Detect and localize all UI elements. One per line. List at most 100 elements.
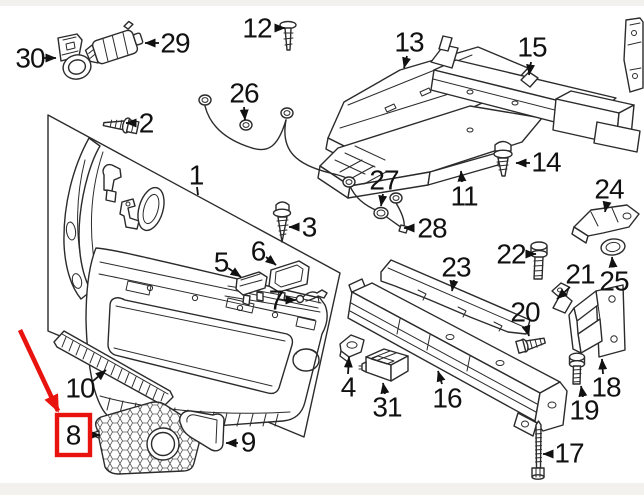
callout-20[interactable]: 20 [510,297,541,337]
part-8-fog-grille [88,401,203,475]
callout-9[interactable]: 9 [225,427,257,458]
part-27-grommet [373,206,389,220]
callout-6[interactable]: 6 [251,236,277,267]
parking-sensor [198,94,403,204]
callout-3[interactable]: 3 [288,212,318,243]
callout-9-label: 9 [241,427,256,458]
callout-29-label: 29 [160,28,190,59]
callout-18-label: 18 [591,372,621,403]
callout-20-label: 20 [510,297,540,328]
part-14-screw [493,140,513,177]
part-11-lower-shield [317,105,543,199]
callout-28[interactable]: 28 [403,213,448,244]
callout-27-label: 27 [369,165,399,196]
mounting-clips [102,163,165,232]
callout-17[interactable]: 17 [542,438,585,469]
callout-1-leader [196,186,199,196]
callout-13[interactable]: 13 [394,27,425,69]
callout-11[interactable]: 11 [450,170,479,212]
callout-29[interactable]: 29 [144,28,191,59]
callout-22-label: 22 [496,239,526,270]
callout-10[interactable]: 10 [65,369,107,404]
part-5-cover [235,271,268,306]
callout-26[interactable]: 26 [229,78,260,121]
part-30-retaining-ring [57,33,92,80]
callout-10-leader [92,369,107,382]
callout-11-leader [457,170,467,183]
callout-4[interactable]: 4 [341,356,357,403]
highlight-layer [17,329,93,458]
part-12-push-rivet [279,20,297,51]
callout-27[interactable]: 27 [369,165,400,207]
callout-21-label: 21 [565,259,595,290]
callout-24-leader [602,200,612,213]
callout-25[interactable]: 25 [599,256,630,297]
callout-27-leader [378,193,388,207]
part-24-bracket [571,204,640,244]
callout-19-leader [578,385,588,398]
callout-14-label: 14 [531,147,561,178]
callout-30-label: 30 [15,43,45,74]
callout-22[interactable]: 22 [496,239,537,270]
callout-5[interactable]: 5 [214,247,242,278]
callout-19[interactable]: 19 [569,385,600,426]
callout-15[interactable]: 15 [517,32,548,76]
callout-30[interactable]: 30 [15,43,57,74]
callout-13-label: 13 [394,27,424,58]
callout-18-leader [598,358,608,375]
callout-24-label: 24 [594,174,624,205]
part-25-grommet [600,238,626,256]
callout-31[interactable]: 31 [372,382,403,423]
callout-25-label: 25 [599,266,629,297]
highlight-arrow [17,329,61,413]
callout-18[interactable]: 18 [591,358,622,403]
callout-15-label: 15 [517,32,547,63]
part-19-bolt [568,352,586,385]
callout-16-label: 16 [432,383,462,414]
callout-8[interactable]: 8 [66,420,101,451]
callout-4-label: 4 [341,372,356,403]
callout-10-label: 10 [65,373,95,404]
callout-26-leader [239,106,249,121]
part-23-absorber [380,259,531,335]
callout-19-label: 19 [569,395,599,426]
part-6-tow-hook-cover [268,260,310,301]
callout-7[interactable]: 7 [269,285,297,316]
callout-15-leader [526,61,536,76]
part-15-reinforcement-bar [430,35,641,153]
callout-24[interactable]: 24 [594,174,625,213]
callout-13-leader [402,55,411,69]
callout-28-label: 28 [417,213,447,244]
fender-edge-trim [63,137,101,300]
callout-12[interactable]: 12 [242,13,286,44]
part-20-screw [515,337,546,354]
callout-5-label: 5 [214,247,229,278]
callout-2[interactable]: 2 [125,108,155,139]
highlight-box[interactable] [54,412,93,458]
part-edge-bracket [623,17,644,93]
callout-16[interactable]: 16 [432,370,463,414]
callout-2-label: 2 [139,108,154,139]
part-29-horn [84,20,144,65]
grille-opening [107,297,294,395]
callout-11-label: 11 [450,181,477,212]
callout-14[interactable]: 14 [515,147,562,178]
callout-4-leader [343,356,353,375]
callout-1[interactable]: 1 [189,160,205,196]
callout-17-label: 17 [554,438,584,469]
callout-25-leader [608,256,618,268]
callout-6-leader [264,254,277,266]
callout-7-label: 7 [269,285,284,316]
part-31-control-module [358,348,409,382]
callout-21[interactable]: 21 [556,259,596,300]
part-17-stud-bolt [531,420,545,480]
callout-1-label: 1 [189,160,204,191]
callout-23[interactable]: 23 [441,252,472,292]
callout-23-leader [449,279,459,292]
callout-20-leader [521,324,531,337]
part-16-impact-bar [347,278,568,437]
callout-3-label: 3 [302,212,317,243]
callout-8-label: 8 [66,420,81,451]
